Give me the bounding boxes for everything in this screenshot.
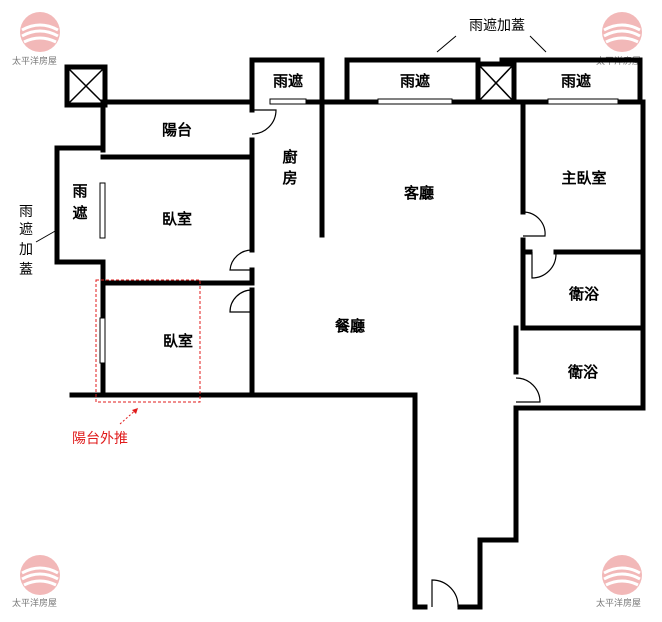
room-bedroom-upper: 臥室 <box>162 210 192 228</box>
note-side-callout-2: 遮 <box>19 222 33 238</box>
callout-lines <box>35 35 547 243</box>
room-master-bedroom: 主臥室 <box>561 169 606 187</box>
note-side-callout-4: 蓋 <box>19 262 33 278</box>
room-kitchen-1: 廚 <box>282 148 297 166</box>
watermark-bottom-right: 太平洋房屋 <box>596 555 642 609</box>
doors <box>229 109 557 608</box>
note-side-callout-3: 加 <box>19 242 33 258</box>
room-bath-upper: 衛浴 <box>568 285 600 303</box>
svg-text:太平洋房屋: 太平洋房屋 <box>12 55 57 67</box>
canopy-top-mid: 雨遮 <box>400 72 430 90</box>
canopy-side-2: 遮 <box>72 204 87 222</box>
room-bath-lower: 衛浴 <box>567 363 599 381</box>
windows <box>99 98 619 364</box>
note-top-callout: 雨遮加蓋 <box>469 18 525 34</box>
svg-text:太平洋房屋: 太平洋房屋 <box>12 597 57 609</box>
walls <box>54 57 646 610</box>
watermark-bottom-left: 太平洋房屋 <box>12 555 60 609</box>
canopy-top-right: 雨遮 <box>561 72 591 90</box>
balcony-extension-outline <box>95 279 201 403</box>
canopy-side-1: 雨 <box>72 182 87 200</box>
room-dining: 餐廳 <box>335 317 365 335</box>
watermark-top-left: 太平洋房屋 <box>12 12 60 67</box>
note-side-callout-1: 雨 <box>19 204 33 220</box>
room-balcony: 陽台 <box>162 121 192 139</box>
room-kitchen-2: 房 <box>282 169 297 187</box>
svg-text:太平洋房屋: 太平洋房屋 <box>596 597 641 609</box>
room-bedroom-lower: 臥室 <box>163 332 193 350</box>
note-balcony-extension: 陽台外推 <box>72 431 128 447</box>
room-living: 客廳 <box>403 184 434 202</box>
canopy-top-left: 雨遮 <box>273 72 303 90</box>
